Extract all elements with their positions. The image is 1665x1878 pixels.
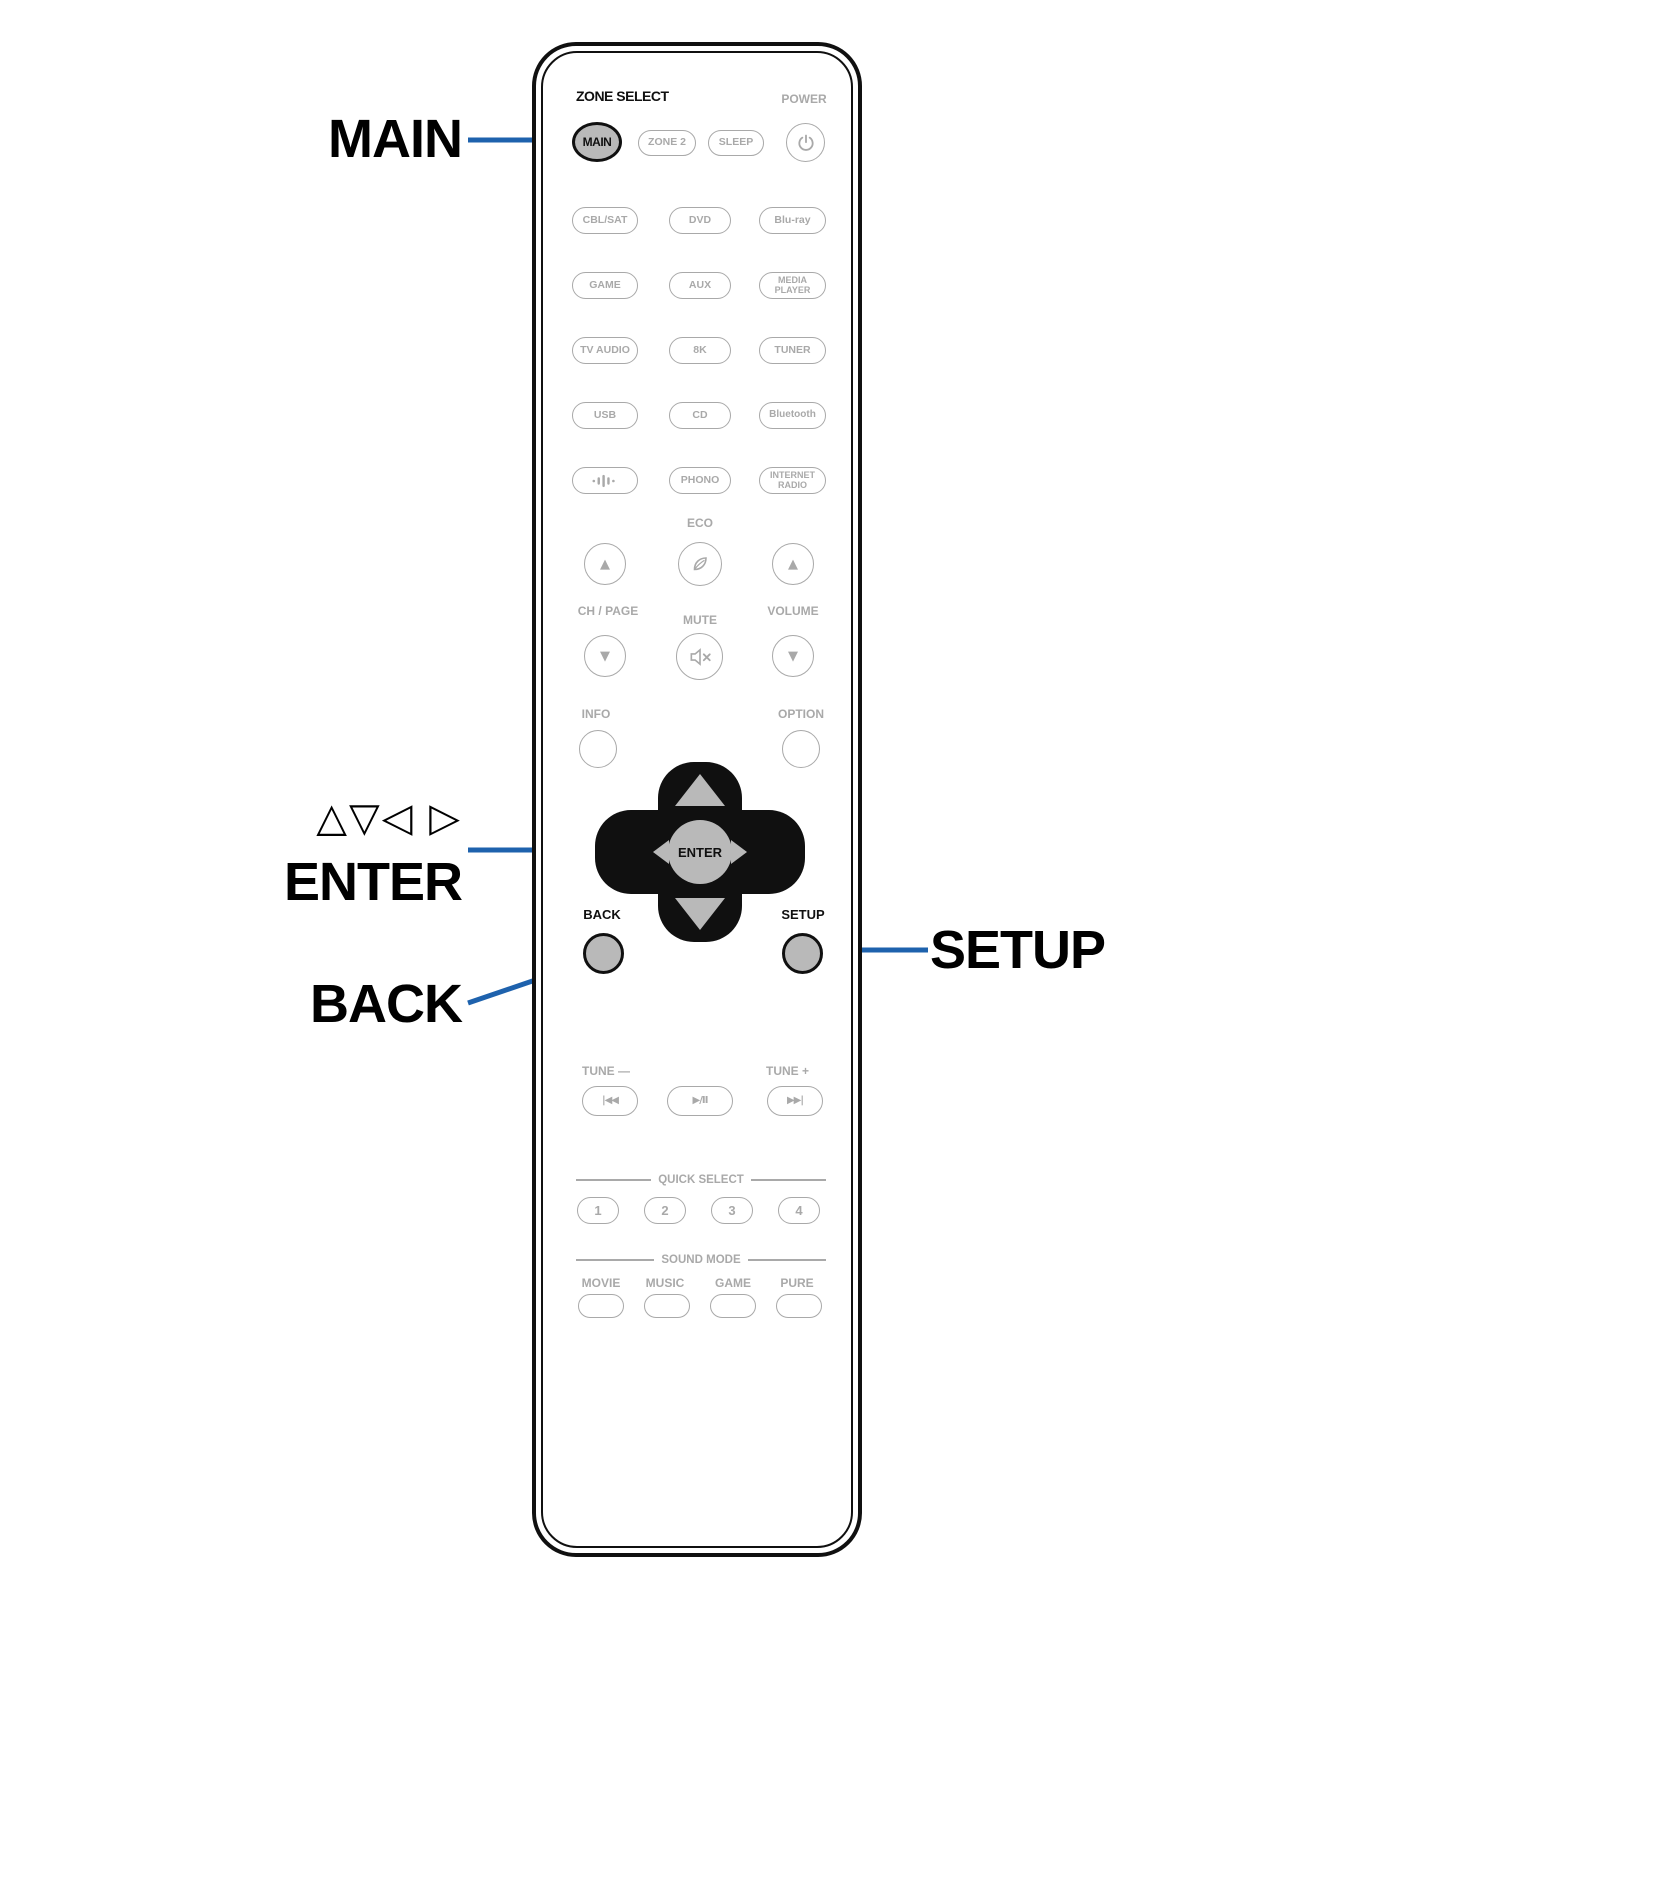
sound-mode-game-button	[710, 1294, 756, 1318]
eco-label: ECO	[686, 516, 713, 530]
down-triangle-icon: ▼	[600, 648, 610, 664]
skip-back-icon: |◀◀	[601, 1094, 619, 1106]
quick-select-header: QUICK SELECT	[576, 1174, 826, 1186]
callout-setup: SETUP	[930, 920, 1106, 980]
sound-mode-pure-button	[776, 1294, 822, 1318]
source-button-game: GAME	[572, 272, 638, 299]
callout-back: BACK	[310, 974, 463, 1034]
source-button-aux: AUX	[669, 272, 731, 299]
sleep-button: SLEEP	[708, 130, 764, 156]
sound-mode-pure-label: PURE	[780, 1276, 814, 1290]
divider-line	[750, 1179, 826, 1181]
source-button-tuner: TUNER	[759, 337, 826, 364]
skip-forward-button: ▶▶|	[767, 1086, 823, 1116]
quick-select-2-button: 2	[644, 1197, 686, 1224]
main-button: MAIN	[572, 122, 622, 162]
divider-line	[576, 1259, 655, 1261]
skip-forward-icon: ▶▶|	[786, 1094, 804, 1106]
setup-button	[782, 933, 823, 974]
enter-button	[668, 820, 732, 884]
sound-mode-music-label: MUSIC	[645, 1276, 685, 1290]
callout-enter: ENTER	[283, 852, 463, 912]
cursor-up-button	[675, 774, 725, 806]
tune-plus-label: TUNE +	[766, 1064, 810, 1078]
info-label: INFO	[581, 707, 611, 721]
up-triangle-icon: ▲	[788, 556, 798, 572]
source-button-internet-radio: INTERNET RADIO	[759, 467, 826, 494]
divider-line	[747, 1259, 827, 1261]
source-button-usb: USB	[572, 402, 638, 429]
back-label: BACK	[583, 907, 621, 922]
power-icon	[797, 134, 814, 151]
callout-main: MAIN	[328, 109, 463, 169]
play-pause-button: ▶/Ⅱ	[667, 1086, 733, 1116]
option-button	[782, 730, 820, 768]
volume-label: VOLUME	[767, 604, 819, 618]
tune-minus-label: TUNE —	[582, 1064, 630, 1078]
remote-inner-outline	[541, 51, 853, 1548]
setup-label: SETUP	[781, 907, 825, 922]
source-button-tv-audio: TV AUDIO	[572, 337, 638, 364]
play-pause-icon: ▶/Ⅱ	[692, 1094, 709, 1106]
skip-back-button: |◀◀	[582, 1086, 638, 1116]
divider-line	[576, 1179, 652, 1181]
info-button	[579, 730, 617, 768]
mute-icon	[690, 647, 711, 666]
quick-select-label: QUICK SELECT	[658, 1174, 744, 1186]
power-button	[786, 123, 825, 162]
source-button-bluray: Blu-ray	[759, 207, 826, 234]
cursor-left-button	[653, 840, 669, 864]
heos-button	[572, 467, 638, 494]
source-button-media-player: MEDIA PLAYER	[759, 272, 826, 299]
up-triangle-icon: ▲	[600, 556, 610, 572]
remote-body: ZONE SELECT POWER MAIN ZONE 2 SLEEP CBL/…	[532, 42, 862, 1557]
sound-mode-game-label: GAME	[715, 1276, 751, 1290]
mute-button	[676, 633, 723, 680]
back-button	[583, 933, 624, 974]
source-button-dvd: DVD	[669, 207, 731, 234]
mute-label: MUTE	[683, 613, 717, 627]
sound-mode-movie-button	[578, 1294, 624, 1318]
heos-icon	[592, 474, 615, 487]
volume-down-button: ▼	[772, 635, 814, 677]
ch-page-label: CH / PAGE	[577, 604, 639, 618]
sound-mode-label: SOUND MODE	[661, 1254, 741, 1266]
cursor-pad: ENTER	[595, 762, 805, 942]
quick-select-3-button: 3	[711, 1197, 753, 1224]
sound-mode-movie-label: MOVIE	[581, 1276, 621, 1290]
zone2-button: ZONE 2	[638, 130, 696, 156]
callout-cursor-arrows: △▽◁ ▷	[316, 795, 462, 841]
channel-up-button: ▲	[584, 543, 626, 585]
enter-button-label: ENTER	[678, 845, 723, 860]
volume-up-button: ▲	[772, 543, 814, 585]
channel-down-button: ▼	[584, 635, 626, 677]
quick-select-4-button: 4	[778, 1197, 820, 1224]
source-button-8k: 8K	[669, 337, 731, 364]
cursor-down-button	[675, 898, 725, 930]
sound-mode-header: SOUND MODE	[576, 1254, 827, 1266]
source-button-cbl-sat: CBL/SAT	[572, 207, 638, 234]
power-label: POWER	[781, 92, 827, 106]
source-button-phono: PHONO	[669, 467, 731, 494]
eco-button	[678, 542, 722, 586]
zone-select-label: ZONE SELECT	[576, 88, 669, 104]
option-label: OPTION	[777, 707, 824, 721]
sound-mode-music-button	[644, 1294, 690, 1318]
source-button-bluetooth: Bluetooth	[759, 402, 826, 429]
eco-leaf-icon	[693, 557, 707, 571]
down-triangle-icon: ▼	[788, 648, 798, 664]
source-button-cd: CD	[669, 402, 731, 429]
cursor-right-button	[731, 840, 747, 864]
quick-select-1-button: 1	[577, 1197, 619, 1224]
